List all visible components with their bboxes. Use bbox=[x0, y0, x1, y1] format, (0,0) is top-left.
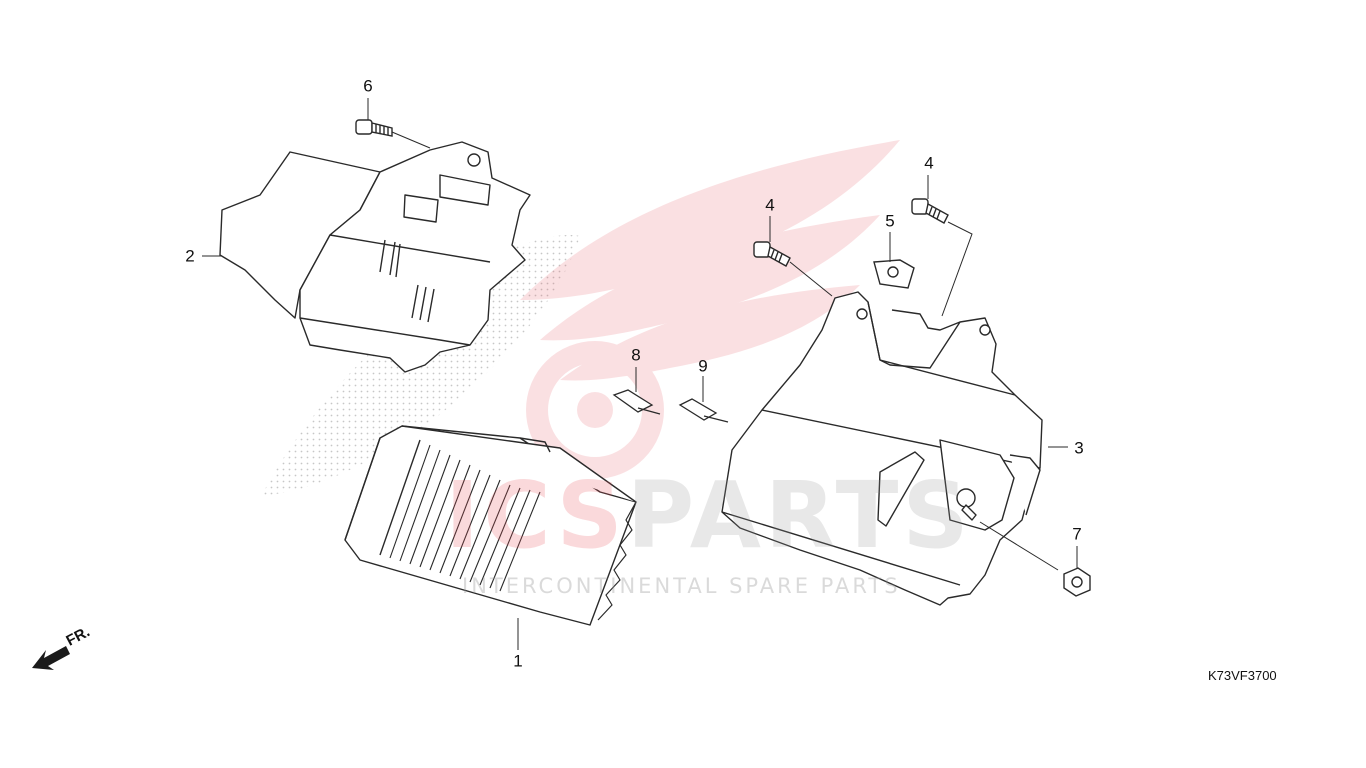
bolt-4a-part bbox=[753, 241, 833, 297]
bolt-4b-part bbox=[911, 198, 973, 317]
clip-nut-5-part bbox=[873, 259, 915, 289]
watermark-wing-logo bbox=[520, 140, 900, 479]
fuse-8-part bbox=[612, 389, 661, 415]
watermark-brand-parts: PARTS bbox=[626, 462, 973, 569]
callout-4b: 4 bbox=[924, 153, 934, 173]
regulator-part bbox=[344, 425, 637, 626]
callout-8: 8 bbox=[631, 345, 641, 365]
callout-7: 7 bbox=[1072, 524, 1082, 544]
upper-cover-part bbox=[219, 141, 531, 373]
diagram-code: K73VF3700 bbox=[1208, 668, 1277, 683]
bolt-6-part bbox=[355, 119, 431, 149]
watermark-brand: ICSPARTS bbox=[445, 470, 973, 562]
callout-9: 9 bbox=[698, 356, 708, 376]
front-arrow-icon bbox=[32, 646, 70, 670]
callout-3: 3 bbox=[1074, 438, 1084, 458]
callout-1: 1 bbox=[513, 651, 523, 671]
callout-5: 5 bbox=[885, 211, 895, 231]
fuse-9-part bbox=[678, 398, 729, 423]
callout-4a: 4 bbox=[765, 195, 775, 215]
callout-6: 6 bbox=[363, 76, 373, 96]
nut-7-part bbox=[1063, 567, 1091, 597]
leader-lines bbox=[202, 98, 1078, 650]
callout-2: 2 bbox=[185, 246, 195, 266]
lower-case-part bbox=[721, 291, 1059, 606]
watermark-tagline: INTERCONTINENTAL SPARE PARTS bbox=[462, 574, 901, 598]
watermark-brand-ics: ICS bbox=[445, 462, 627, 569]
